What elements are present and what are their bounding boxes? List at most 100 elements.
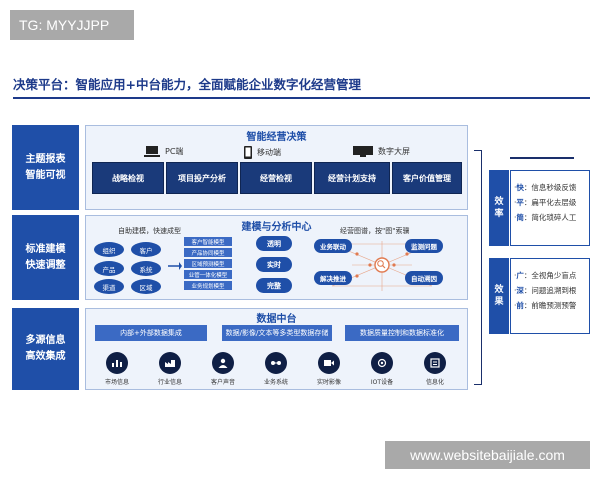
device-label: PC端 (165, 147, 184, 156)
source-customer-voice: 客户声音 (203, 352, 243, 386)
caption-business-graph: 经营图谱，按"图"索骥 (340, 227, 410, 235)
source-label: 实时影像 (316, 379, 341, 386)
label-efficiency: 效 率 (489, 170, 509, 246)
model-region: 区域预测模型 (184, 259, 232, 268)
entity-product: 产品 (94, 261, 124, 276)
benefit-key: 前 (516, 301, 524, 310)
business-system-icon (265, 352, 287, 374)
device-pc: PC端 (143, 145, 183, 158)
source-label: IOT设备 (370, 379, 394, 386)
benefit-item: ·简：简化琐碎人工 (514, 213, 577, 222)
caption-self-modeling: 自助建模，快速成型 (118, 227, 181, 235)
benefit-text: 信息秒级反馈 (531, 183, 577, 192)
node-resolution: 解决推进 (314, 271, 352, 285)
label-effect: 效 果 (489, 258, 509, 334)
benefit-item: ·平：扁平化去层级 (514, 198, 577, 207)
benefit-text: 问题追溯到根 (531, 286, 577, 295)
benefit-text: 简化琐碎人工 (531, 213, 577, 222)
label-char: 率 (494, 209, 504, 219)
industry-icon (159, 352, 181, 374)
watermark-bottom-right: www.websitebaijiale.com (385, 441, 590, 469)
left-label-reports: 主题报表 智能可视 (12, 125, 79, 210)
left-label-line: 高效集成 (25, 351, 66, 362)
title-underline (13, 97, 590, 99)
iot-icon (371, 352, 393, 374)
benefit-key: 平 (516, 198, 524, 207)
mode-complete: 完整 (256, 278, 292, 293)
model-integration: 业管一体化模型 (184, 270, 232, 279)
pill-quality: 数据质量控制和数据标准化 (345, 325, 459, 341)
left-label-integration: 多源信息 高效集成 (12, 308, 79, 390)
left-label-modeling: 标准建模 快速调整 (12, 215, 79, 300)
right-bracket (474, 150, 482, 385)
benefit-item: ·广：全视角少盲点 (514, 271, 577, 280)
device-mobile: 移动端 (243, 145, 281, 160)
customer-voice-icon (212, 352, 234, 374)
node-monitor-issues: 监测问题 (405, 239, 443, 253)
node-business-linkage: 业务联动 (314, 239, 352, 253)
benefit-item: ·深：问题追溯到根 (514, 286, 577, 295)
benefit-key: 广 (516, 271, 524, 280)
source-label: 行业信息 (157, 379, 182, 386)
tile-customer-value: 客户价值管理 (392, 162, 462, 194)
benefit-key: 快 (516, 183, 524, 192)
left-label-line: 标准建模 (25, 243, 66, 255)
market-icon (106, 352, 128, 374)
page-title: 决策平台：智能应用+中台能力，全面赋能企业数字化经营管理 (13, 77, 361, 92)
entity-region: 区域 (131, 279, 161, 294)
source-iot: IOT设备 (362, 352, 402, 386)
label-char: 果 (494, 297, 504, 307)
device-big-screen: 数字大屏 (352, 145, 410, 158)
label-char: 效 (494, 285, 504, 295)
tile-plan-support: 经营计划支持 (314, 162, 390, 194)
benefit-text: 扁平化去层级 (531, 198, 577, 207)
efficiency-list: ·快：信息秒级反馈 ·平：扁平化去层级 ·简：简化琐碎人工 (510, 170, 590, 246)
benefit-text: 前瞻预测预警 (531, 301, 577, 310)
source-label: 客户声音 (210, 379, 235, 386)
effect-list: ·广：全视角少盲点 ·深：问题追溯到根 ·前：前瞻预测预警 (510, 258, 590, 334)
source-label: 信息化 (425, 379, 444, 386)
source-label: 市场信息 (104, 379, 129, 386)
source-other: 信息化 (415, 352, 455, 386)
device-label: 数字大屏 (378, 147, 410, 156)
band-title-data: 数据中台 (256, 314, 297, 325)
band-data-platform: 数据中台 (85, 308, 468, 390)
label-char: 效 (494, 197, 504, 207)
device-label: 移动端 (257, 148, 281, 157)
left-label-line: 智能可视 (25, 169, 66, 181)
entity-customer: 客户 (131, 242, 161, 257)
tile-project-analysis: 项目投产分析 (166, 162, 238, 194)
left-label-line: 快速调整 (25, 259, 66, 271)
benefit-key: 深 (516, 286, 524, 295)
benefit-text: 全视角少盲点 (531, 271, 577, 280)
left-label-line: 多源信息 (25, 335, 66, 346)
mode-transparent: 透明 (256, 236, 292, 251)
pill-integration: 内部+外部数据集成 (95, 325, 207, 341)
benefit-item: ·前：前瞻预测预警 (514, 301, 577, 310)
entity-org: 组织 (94, 242, 124, 257)
source-industry: 行业信息 (150, 352, 190, 386)
model-planning: 业务规划模型 (184, 281, 232, 290)
watermark-top-left: TG: MYYJJPP (10, 10, 134, 40)
band-title-modeling: 建模与分析中心 (241, 222, 312, 233)
mode-realtime: 实时 (256, 257, 292, 272)
video-icon (318, 352, 340, 374)
source-video: 实时影像 (309, 352, 349, 386)
band-title-decision: 智能经营决策 (246, 132, 307, 143)
left-label-line: 主题报表 (25, 153, 66, 165)
arrow-to-models (168, 262, 182, 270)
top-accent-line (510, 157, 574, 159)
node-root-cause: 自动溯因 (405, 271, 443, 285)
mobile-icon (244, 146, 252, 159)
other-data-icon (424, 352, 446, 374)
entity-system: 系统 (131, 261, 161, 276)
tile-operation-review: 经营检视 (240, 162, 312, 194)
benefit-item: ·快：信息秒级反馈 (514, 183, 577, 192)
pill-storage: 数据/影像/文本等多类型数据存储 (222, 325, 332, 341)
entity-channel: 渠道 (94, 279, 124, 294)
source-label: 业务系统 (263, 379, 288, 386)
source-business-system: 业务系统 (256, 352, 296, 386)
model-product: 产品协同模型 (184, 248, 232, 257)
benefit-key: 简 (516, 213, 524, 222)
source-market: 市场信息 (97, 352, 137, 386)
